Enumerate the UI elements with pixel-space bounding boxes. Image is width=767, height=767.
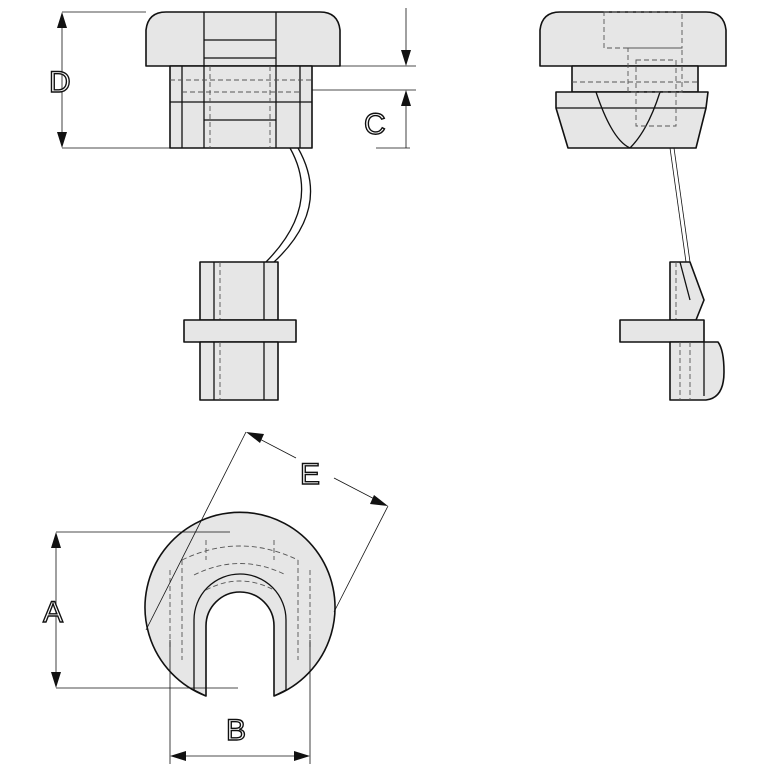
dimension-c: C [312, 8, 416, 149]
side-barb [555, 91, 709, 149]
side-plug-flange [619, 319, 705, 343]
front-plug-flange [183, 319, 297, 343]
front-view [145, 11, 341, 401]
dimension-d-label: D [49, 66, 71, 99]
dimension-e: E [145, 431, 389, 631]
side-tether [669, 147, 687, 263]
side-view [539, 11, 727, 401]
dimension-a: A [42, 531, 238, 689]
dimension-b: B [169, 640, 311, 764]
dimension-b-label: B [226, 714, 246, 747]
side-plug-lower [669, 341, 725, 401]
front-cap [145, 11, 341, 67]
dimension-c-label: C [364, 108, 386, 141]
top-view [144, 511, 336, 697]
front-plug-upper [199, 261, 279, 321]
side-cap [539, 11, 727, 67]
dimension-a-label: A [43, 596, 63, 629]
dimension-d: D [48, 11, 170, 149]
front-body [169, 65, 313, 149]
top-view-ring [144, 511, 336, 697]
front-tether [265, 147, 303, 263]
front-plug-lower [199, 341, 279, 401]
dimension-e-label: E [300, 458, 320, 491]
